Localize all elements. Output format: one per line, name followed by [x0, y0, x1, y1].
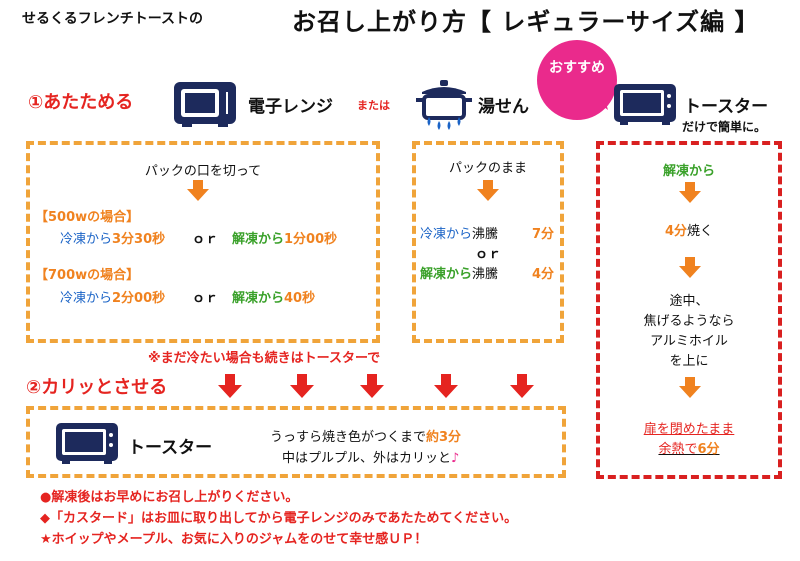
w700-thawed-time: 40秒 — [284, 291, 316, 306]
red-arrow-down-icon — [218, 374, 242, 398]
toaster-icon — [614, 84, 676, 125]
boil-instruction: パックのまま — [448, 161, 527, 176]
footer-line1: ●解凍後はお早めにお召し上がりください。 — [40, 490, 299, 505]
w500-frozen-time: 3分30秒 — [112, 232, 166, 247]
toaster-residual-label: 余熱で — [658, 442, 698, 457]
w500-header: 【500wの場合】 — [35, 210, 140, 225]
microwave-instruction: パックの口を切って — [144, 164, 262, 179]
music-note-icon: ♪ — [451, 451, 460, 466]
step2-line1-text: うっすら焼き色がつくまで — [270, 430, 427, 445]
step1-label: ①あたためる — [28, 92, 134, 113]
w500-thawed-time: 1分00秒 — [284, 232, 338, 247]
w500-line: 冷凍から3分30秒 — [60, 228, 165, 247]
boil-thawed-line: 解凍から沸騰 — [420, 263, 498, 282]
boil-frozen-label: 冷凍から — [420, 227, 473, 242]
w700-thawed-label: 解凍から — [232, 291, 285, 306]
step2-line2: 中はプルプル、外はカリッと♪ — [282, 447, 459, 466]
red-arrow-down-icon — [434, 374, 458, 398]
toaster-label: トースター — [684, 97, 769, 117]
pot-icon — [416, 80, 472, 130]
step2-line1-time: 約3分 — [426, 430, 462, 445]
arrow-down-icon — [477, 180, 499, 201]
microwave-box — [26, 141, 380, 343]
w700-line: 冷凍から2分00秒 — [60, 287, 165, 306]
or-label: または — [357, 99, 390, 112]
red-arrows — [218, 374, 534, 398]
page-title: お召し上がり方【 レギュラーサイズ編 】 — [292, 8, 760, 36]
badge-tail — [590, 96, 608, 110]
boil-frozen-boil: 沸騰 — [472, 227, 499, 242]
boil-frozen-time: 7分 — [532, 227, 555, 242]
step2-line2-text: 中はプルプル、外はカリッと — [282, 451, 452, 466]
boil-or: ｏｒ — [474, 247, 501, 262]
title-prefix: せるくるフレンチトーストの — [22, 11, 204, 27]
toaster-step-close: 扉を閉めたまま — [643, 422, 735, 437]
step2-toaster-label: トースター — [128, 438, 213, 458]
toaster-step-thaw: 解凍から — [662, 164, 715, 179]
w500-frozen-label: 冷凍から — [60, 232, 113, 247]
toaster-residual-time: 6分 — [697, 442, 720, 457]
toaster-step-bake: 4分焼く — [596, 220, 782, 239]
w700-frozen-label: 冷凍から — [60, 291, 113, 306]
w500-thawed-line: 解凍から1分00秒 — [232, 228, 337, 247]
boil-label: 湯せん — [478, 97, 529, 117]
w500-thawed-label: 解凍から — [232, 232, 285, 247]
toaster-step-burn: 焦げるようなら — [643, 314, 735, 329]
toaster-step-midway: 途中、 — [669, 294, 709, 309]
arrow-down-icon — [679, 257, 701, 278]
arrow-down-icon — [187, 180, 209, 201]
microwave-label: 電子レンジ — [248, 97, 333, 117]
w700-or: ｏｒ — [192, 291, 219, 306]
microwave-icon — [174, 82, 236, 127]
red-arrow-down-icon — [510, 374, 534, 398]
toaster-step-top: を上に — [669, 354, 709, 369]
footer-line3: ★ホイップやメープル、お気に入りのジャムをのせて幸せ感ＵＰ！ — [40, 532, 428, 547]
toaster-bake-label: 焼く — [687, 224, 714, 239]
recommend-badge-text: おすすめ — [549, 60, 605, 76]
arrow-down-icon — [679, 377, 701, 398]
footer-line2: ◆「カスタード」はお皿に取り出してから電子レンジのみであたためてください。 — [40, 511, 518, 526]
arrow-down-icon — [679, 182, 701, 203]
red-arrow-down-icon — [290, 374, 314, 398]
w700-header: 【700wの場合】 — [35, 268, 140, 283]
toaster-sub: だけで簡単に。 — [682, 120, 767, 134]
w700-thawed-line: 解凍から40秒 — [232, 287, 315, 306]
boil-frozen-line: 冷凍から沸騰 — [420, 223, 498, 242]
w500-or: ｏｒ — [192, 232, 219, 247]
toaster-bake-time: 4分 — [664, 224, 688, 239]
boil-thawed-time: 4分 — [532, 267, 555, 282]
toaster-box — [596, 141, 782, 479]
red-arrow-down-icon — [360, 374, 384, 398]
step2-box — [26, 406, 566, 478]
cold-note: ※まだ冷たい場合も続きはトースターで — [148, 351, 381, 366]
toaster-step-foil: アルミホイル — [650, 334, 728, 349]
step2-label: ②カリッとさせる — [26, 377, 168, 398]
boil-thawed-boil: 沸騰 — [472, 267, 499, 282]
recommend-badge — [537, 40, 617, 120]
boil-thawed-label: 解凍から — [420, 267, 473, 282]
step2-line1: うっすら焼き色がつくまで約3分 — [270, 426, 461, 445]
boil-box — [412, 141, 564, 343]
toaster-step-residual: 余熱で6分 — [596, 438, 782, 457]
toaster-icon — [56, 423, 118, 464]
w700-frozen-time: 2分00秒 — [112, 291, 166, 306]
